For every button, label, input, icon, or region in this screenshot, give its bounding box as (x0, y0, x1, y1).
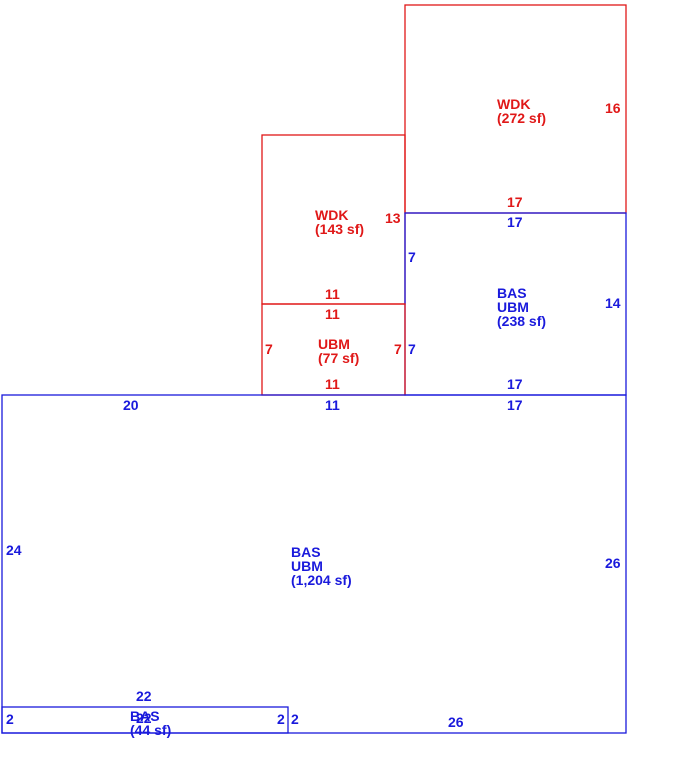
dim-wdk-lower-bottom: 11 (325, 286, 340, 302)
dim-main-bottom: 26 (448, 714, 464, 730)
dim-bas238-left-upper: 7 (408, 249, 416, 265)
dim-main-top-right: 17 (507, 397, 523, 413)
dim-ubm77-top: 11 (325, 306, 340, 322)
dim-main-top-left: 20 (123, 397, 139, 413)
dim-bas238-top: 17 (507, 214, 523, 230)
dim-ubm77-left: 7 (265, 341, 273, 357)
dim-wdk-lower-right: 13 (385, 210, 401, 226)
area-label-wdk-upper: WDK (272 sf) (497, 96, 546, 126)
dim-wdk-upper-bottom: 17 (507, 194, 523, 210)
dim-ubm77-bottom: 11 (325, 376, 340, 392)
dim-wdk-upper-right: 16 (605, 100, 621, 116)
dim-bas238-left-lower: 7 (408, 341, 416, 357)
dim-small-top: 22 (136, 688, 152, 704)
dim-bas238-bottom: 17 (507, 376, 523, 392)
bas-ubm-1204-outline (1, 394, 627, 734)
dim-small-bottom: 22 (136, 710, 152, 726)
area-label-bas-44: BAS (44 sf) (130, 708, 171, 738)
bas-44-outline (1, 706, 289, 734)
dim-main-left: 24 (6, 542, 22, 558)
area-label-ubm-77: UBM (77 sf) (318, 336, 359, 366)
area-label-wdk-lower: WDK (143 sf) (315, 207, 364, 237)
area-label-bas-ubm-238: BAS UBM (238 sf) (497, 285, 546, 329)
dim-main-right: 26 (605, 555, 621, 571)
dim-small-right-outer: 2 (291, 711, 299, 727)
dim-main-top-mid: 11 (325, 397, 340, 413)
dim-small-left: 2 (6, 711, 14, 727)
dim-bas238-right: 14 (605, 295, 621, 311)
dim-ubm77-right: 7 (394, 341, 402, 357)
area-label-bas-ubm-1204: BAS UBM (1,204 sf) (291, 544, 352, 588)
dim-small-right-inner: 2 (277, 711, 285, 727)
